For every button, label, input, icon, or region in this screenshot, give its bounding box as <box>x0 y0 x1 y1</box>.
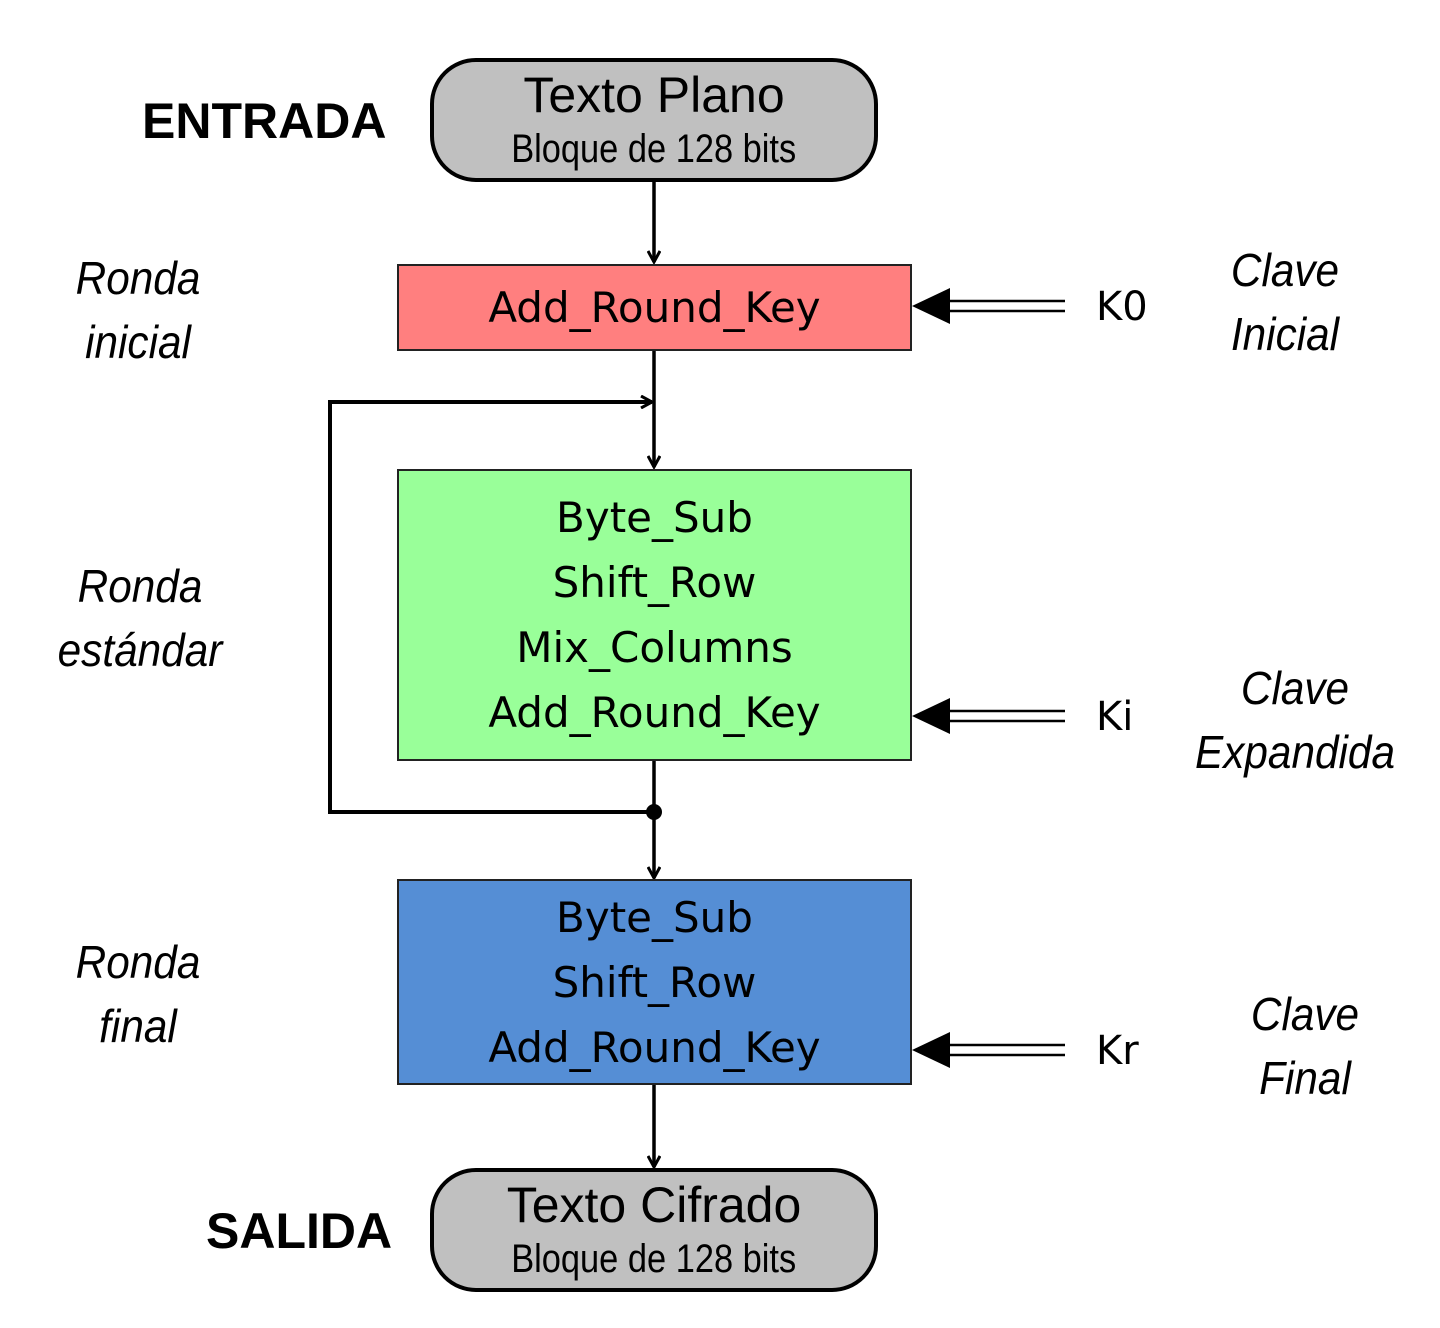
input-subtitle: Bloque de 128 bits <box>511 127 797 171</box>
step-shift-row: Shift_Row <box>552 558 757 607</box>
initial-round-box: Add_Round_Key <box>397 264 912 351</box>
input-title: Texto Plano <box>523 67 785 123</box>
final-round-box: Byte_Sub Shift_Row Add_Round_Key <box>397 879 912 1085</box>
key-arrow-kr <box>912 1032 1065 1068</box>
step-add-round-key: Add_Round_Key <box>488 283 821 332</box>
key-label-initial: Clave Inicial <box>1230 244 1340 360</box>
output-terminal: Texto Cifrado Bloque de 128 bits <box>430 1168 878 1292</box>
step-shift-row: Shift_Row <box>552 957 757 1007</box>
key-arrow-ki <box>912 698 1065 734</box>
standard-round-box: Byte_Sub Shift_Row Mix_Columns Add_Round… <box>397 469 912 761</box>
output-title: Texto Cifrado <box>506 1177 802 1233</box>
step-add-round-key: Add_Round_Key <box>488 688 821 737</box>
key-kr: Kr <box>1096 1028 1139 1074</box>
loop-back-line <box>328 402 654 814</box>
key-arrow-k0 <box>912 288 1065 324</box>
output-subtitle: Bloque de 128 bits <box>511 1237 797 1281</box>
output-side-label: SALIDA <box>206 1203 393 1259</box>
key-label-expanded: Clave Expandida <box>1194 662 1396 778</box>
key-ki: Ki <box>1096 694 1134 740</box>
key-label-final: Clave Final <box>1250 988 1360 1104</box>
input-terminal: Texto Plano Bloque de 128 bits <box>430 58 878 182</box>
step-add-round-key: Add_Round_Key <box>488 1022 821 1072</box>
round-label-standard: Ronda estándar <box>57 560 223 676</box>
round-label-initial: Ronda inicial <box>75 252 201 368</box>
step-byte-sub: Byte_Sub <box>556 892 753 942</box>
round-label-final: Ronda final <box>75 936 201 1052</box>
input-side-label: ENTRADA <box>142 93 387 149</box>
step-byte-sub: Byte_Sub <box>556 493 753 542</box>
key-k0: K0 <box>1096 284 1148 330</box>
step-mix-columns: Mix_Columns <box>516 623 793 672</box>
